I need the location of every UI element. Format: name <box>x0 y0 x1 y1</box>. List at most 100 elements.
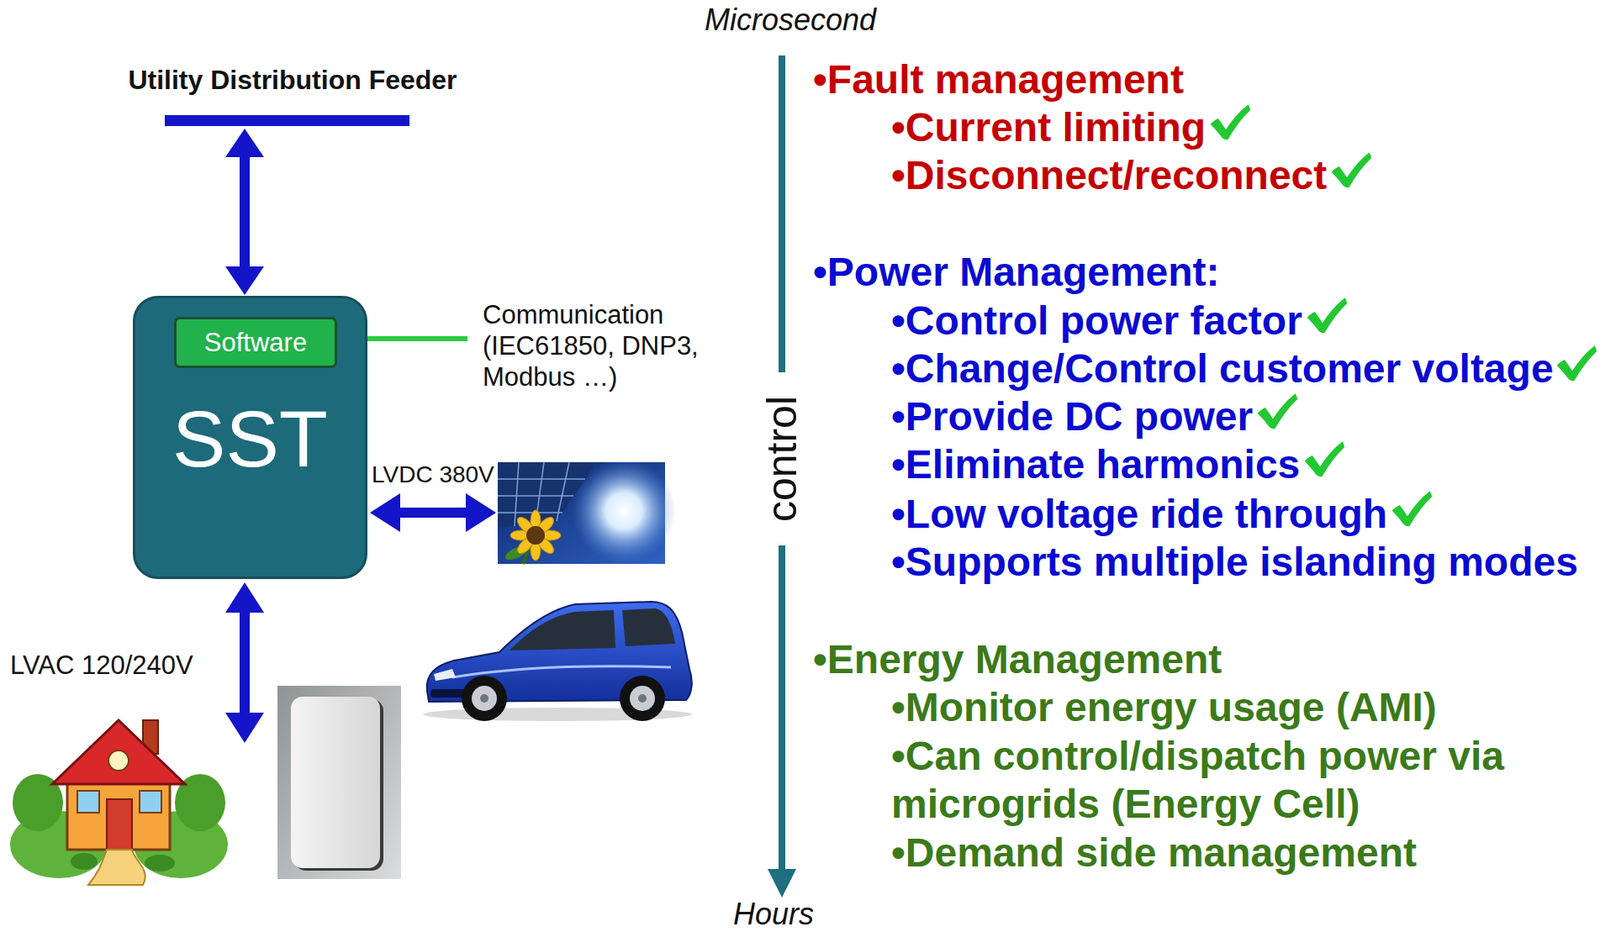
item-text: •Control power factor <box>891 296 1303 345</box>
list-item: •Control power factor <box>891 296 1348 345</box>
drawing-part <box>433 669 456 682</box>
drawing-part <box>70 853 98 871</box>
list-item: •Eliminate harmonics <box>891 440 1346 489</box>
ac-voltage-label: LVAC 120/240V <box>10 650 194 682</box>
drawing-part <box>1556 345 1597 381</box>
check-mark <box>1555 343 1598 386</box>
feeder-label: Utility Distribution Feeder <box>127 63 457 96</box>
drawing-part <box>767 869 797 898</box>
heading-text: •Energy Management <box>813 635 1222 684</box>
dc-double-arrow <box>369 493 497 533</box>
drawing-part <box>619 675 666 722</box>
item-text: •Monitor energy usage (AMI) <box>891 683 1437 732</box>
drawing-part <box>1306 297 1347 333</box>
drawing-part <box>139 791 162 814</box>
list-heading: •Energy Management <box>813 635 1222 684</box>
solar-picture <box>497 459 676 565</box>
drawing-part <box>509 610 616 651</box>
box-label: Software <box>204 319 307 366</box>
list-item: •Demand side management <box>891 829 1417 877</box>
drawing-part <box>778 545 786 875</box>
feeder-node: Utility Distribution Feeder <box>117 63 467 128</box>
item-text: •Change/Control customer voltage <box>891 344 1554 393</box>
drawing-part <box>77 791 100 814</box>
drawing-part <box>108 750 129 771</box>
software-box: Software <box>174 316 338 369</box>
check-mark <box>1305 295 1348 338</box>
drawing-part <box>556 462 570 522</box>
item-text: •Demand side management <box>891 829 1417 877</box>
drawing-part <box>52 720 185 785</box>
drawing-part <box>514 462 519 527</box>
drawing-part <box>778 55 786 373</box>
drawing-part <box>497 512 563 514</box>
check-mark <box>1390 488 1433 531</box>
drawing-part <box>629 686 655 712</box>
item-text: •Can control/dispatch power via microgri… <box>891 732 1556 829</box>
drawing-part <box>461 675 507 722</box>
drawing-part <box>465 493 497 533</box>
list-heading: •Power Management: <box>813 248 1220 296</box>
check-mark <box>1330 149 1373 192</box>
drawing-part <box>638 694 647 703</box>
check-mark <box>1256 390 1299 434</box>
drawing-part <box>88 850 146 886</box>
transformer-box: SST Software <box>132 295 368 580</box>
protocol-note: Communication (IEC61850, DNP3, Modbus …) <box>482 299 719 393</box>
list-item: •Provide DC power <box>891 392 1299 441</box>
drawing-part <box>225 128 265 158</box>
drawing-part <box>622 608 676 647</box>
item-text: •Eliminate harmonics <box>891 440 1300 489</box>
item-text: •Supports multiple islanding modes <box>891 538 1579 587</box>
list-item: •Current limiting <box>891 103 1252 152</box>
drawing-part <box>1210 104 1252 140</box>
list-heading: •Fault management <box>813 55 1184 104</box>
list-item: •Monitor energy usage (AMI) <box>891 683 1437 732</box>
item-text: •Provide DC power <box>891 392 1253 441</box>
drawing-part <box>239 607 250 720</box>
axis-label: control <box>760 396 803 523</box>
drawing-part <box>225 266 265 296</box>
check-mark <box>1209 101 1252 144</box>
drawing-part <box>369 493 401 533</box>
drawing-part <box>471 686 497 712</box>
electric-car-picture <box>422 601 692 722</box>
house-picture <box>10 720 228 886</box>
heading-text: •Fault management <box>813 55 1184 104</box>
drawing-part <box>67 776 170 851</box>
feeder-bar <box>164 115 410 127</box>
drawing-part <box>526 526 545 545</box>
drawing-part <box>225 712 265 744</box>
box-title: SST <box>172 399 328 480</box>
home-battery-picture <box>277 686 402 880</box>
drawing-part <box>225 582 265 613</box>
drawing-part <box>106 799 133 851</box>
drawing-part <box>290 697 381 869</box>
drawing-part <box>510 510 561 561</box>
list-item: •Low voltage ride through <box>891 490 1433 539</box>
item-text: •Disconnect/reconnect <box>891 151 1327 200</box>
drawing-part <box>277 686 402 880</box>
drawing-part <box>395 507 473 518</box>
drawing-part <box>144 855 175 872</box>
list-item: •Disconnect/reconnect <box>891 151 1373 200</box>
list-item: •Change/Control customer voltage <box>891 344 1598 393</box>
drawing-part <box>1257 393 1299 429</box>
item-text: •Low voltage ride through <box>891 490 1388 539</box>
drawing-part <box>1304 441 1346 477</box>
double-arrow <box>225 128 265 296</box>
drawing-part <box>497 462 586 527</box>
drawing-part <box>1392 491 1433 527</box>
drawing-part <box>1331 152 1373 188</box>
heading-text: •Power Management: <box>813 248 1220 296</box>
drawing-part <box>239 153 250 270</box>
check-mark <box>1303 438 1346 481</box>
ac-double-arrow <box>225 582 265 744</box>
item-text: •Current limiting <box>891 103 1206 152</box>
axis-end-label: Hours <box>689 899 858 930</box>
list-item: •Supports multiple islanding modes <box>891 538 1579 587</box>
dc-voltage-label: LVDC 380V <box>371 460 495 490</box>
drawing-part <box>480 694 489 703</box>
axis-start-label: Microsecond <box>704 5 873 36</box>
